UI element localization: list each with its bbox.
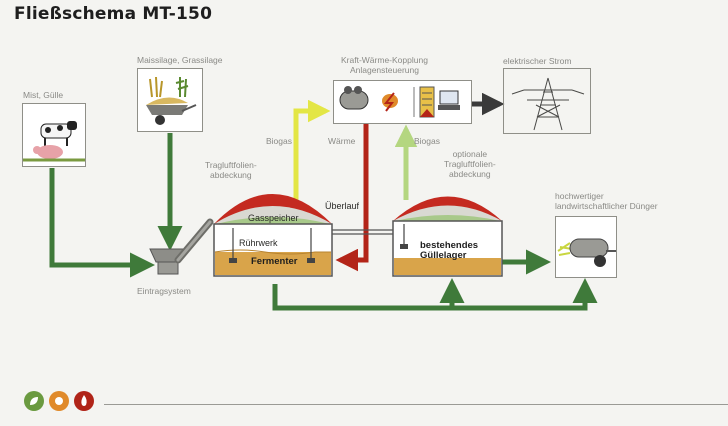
abdeckung-label-line2: abdeckung [210, 170, 252, 180]
kwk-label-line1: Kraft-Wärme-Kopplung [341, 55, 428, 65]
pylon-icon [511, 77, 585, 131]
biogas-right-label: Biogas [414, 136, 440, 146]
ueberlauf-label: Überlauf [325, 201, 360, 211]
eintrag-label: Eintragsystem [137, 286, 191, 296]
fermenter-label: Fermenter [251, 256, 298, 267]
kwk-label: Kraft-Wärme-Kopplung Anlagensteuerung [341, 55, 428, 75]
fermenter-tank [213, 194, 333, 277]
abdeckung-label: Tragluftfolien- abdeckung [205, 160, 257, 180]
mist-to-eintrag-arrow [49, 168, 155, 278]
footer-rule [104, 404, 728, 405]
guellelager-label: bestehendes Güllelager [420, 241, 478, 261]
strom-label: elektrischer Strom [503, 56, 572, 66]
biogas-fermenter-arrow [293, 99, 331, 206]
page-title: Fließschema MT-150 [14, 4, 213, 24]
optional-label-line1: optionale [452, 149, 488, 159]
gasspeicher-label: Gasspeicher [248, 213, 299, 223]
optional-label-line2: Tragluftfolien- [444, 159, 496, 169]
optional-abdeckung-label: optionale Tragluftfolien- abdeckung [444, 149, 496, 179]
feed-arrows [49, 133, 598, 311]
mist-guelle-frame [22, 103, 86, 167]
sun-icon [49, 391, 69, 411]
duenger-frame [555, 216, 617, 278]
guellelager-tank [392, 196, 503, 277]
optional-label-line3: abdeckung [449, 169, 491, 179]
maissilage-label: Maissilage, Grassilage [137, 55, 223, 65]
silage-frame [137, 68, 203, 132]
wheelbarrow-icon [146, 76, 197, 125]
fermenter-to-duenger-arrow [272, 278, 598, 311]
strom-frame [503, 68, 591, 134]
ueberlauf-pipe [332, 229, 396, 235]
mist-guelle-label: Mist, Gülle [23, 90, 64, 100]
guellelager-label-line2: Güllelager [420, 250, 467, 261]
ruehrwerk-label: Rührwerk [239, 238, 278, 248]
biogas-left-label: Biogas [266, 136, 292, 146]
kwk-frame [333, 80, 472, 124]
cow-pig-icon [23, 121, 85, 162]
chp-icon [339, 86, 460, 118]
kwk-label-line2: Anlagensteuerung [349, 65, 419, 75]
duenger-label: hochwertiger landwirtschaftlicher Dünger [555, 191, 658, 211]
duenger-label-line2: landwirtschaftlicher Dünger [555, 201, 658, 211]
flame-icon [74, 391, 94, 411]
waerme-arrow [335, 122, 369, 272]
duenger-label-line1: hochwertiger [555, 191, 604, 201]
tanker-icon [557, 238, 616, 267]
waerme-label: Wärme [328, 136, 356, 146]
eintrag-hopper [149, 218, 214, 275]
leaf-icon [24, 391, 44, 411]
abdeckung-label-line1: Tragluftfolien- [205, 160, 257, 170]
guellelager-label-line1: bestehendes [420, 240, 479, 251]
